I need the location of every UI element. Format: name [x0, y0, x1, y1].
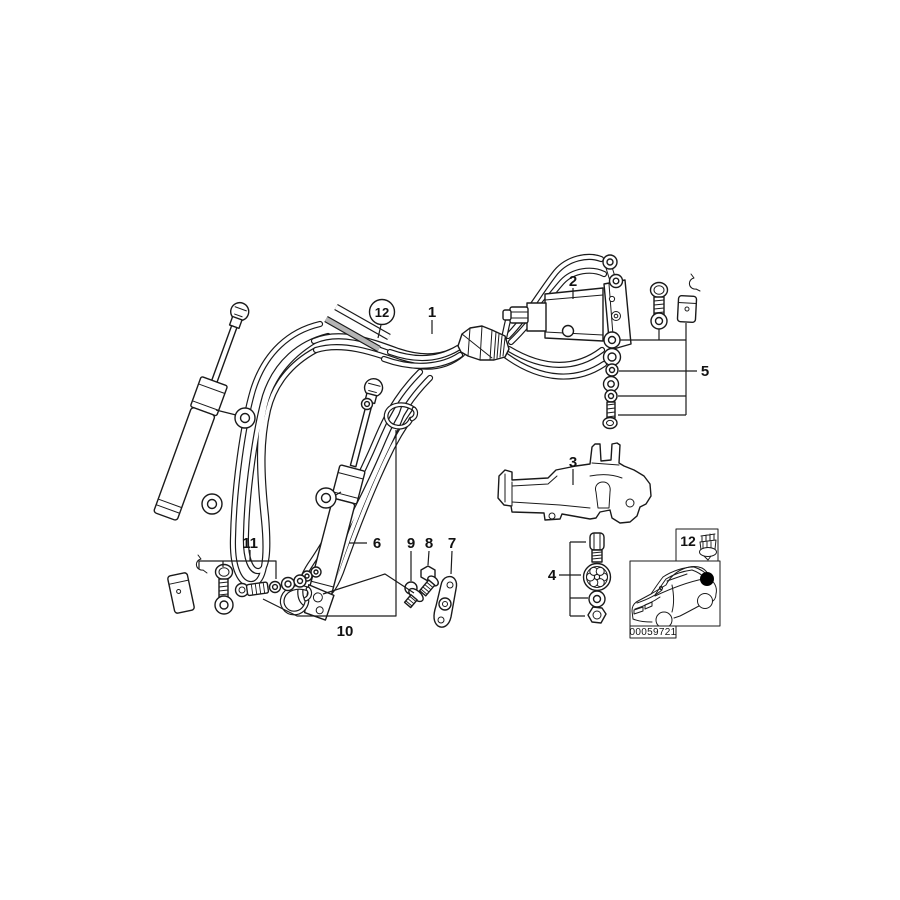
retaining-hook-bottom: [279, 585, 313, 616]
screw-and-clip-set-right: [649, 273, 701, 330]
callout-3[interactable]: 3: [569, 454, 577, 471]
banjo-bolt-washer-stack: [602, 331, 622, 430]
image-code: 00059721: [630, 627, 677, 638]
hose-protective-sleeve: [457, 325, 510, 361]
union-fitting-set: [582, 532, 612, 624]
car-locator-box: [629, 560, 721, 629]
hydraulic-hoses: [229, 253, 608, 609]
callouts: 1 2 3 4 5 6 7 8 9 10 11 12: [242, 273, 709, 640]
cylinder-fittings: [301, 397, 374, 582]
fastener-set-left: [167, 554, 307, 615]
callout-1[interactable]: 1: [428, 304, 436, 321]
callout-6[interactable]: 6: [373, 535, 381, 552]
car-outline: [631, 566, 717, 629]
pipe-ends: [324, 303, 391, 353]
hydraulic-pump-unit: [502, 254, 632, 351]
callout-12[interactable]: 12: [375, 305, 389, 320]
callout-7[interactable]: 7: [448, 535, 456, 552]
image-code-box: 00059721: [629, 625, 677, 639]
callout-11[interactable]: 11: [242, 535, 258, 552]
location-marker-dot: [700, 572, 714, 586]
callout-10[interactable]: 10: [337, 623, 354, 640]
legend-clip-box: 12: [675, 528, 719, 562]
clip-icon: [699, 533, 717, 561]
grommet-bolt-plate-set: [403, 565, 458, 628]
callout-2[interactable]: 2: [569, 273, 577, 290]
callout-8[interactable]: 8: [425, 535, 433, 552]
callout-9[interactable]: 9: [407, 535, 415, 552]
retaining-hook-top: [383, 402, 419, 430]
hydraulic-cylinder-right: [303, 377, 384, 621]
hydraulic-cylinder-left: [153, 301, 250, 521]
callout-5[interactable]: 5: [701, 363, 709, 380]
callout-12-circle[interactable]: [368, 298, 396, 326]
legend-ref-label: 12: [680, 533, 696, 549]
leader-lines: [198, 288, 697, 617]
callout-4[interactable]: 4: [548, 567, 557, 584]
hose-clamp-grommets: [201, 407, 256, 515]
mounting-bracket: [497, 442, 652, 524]
